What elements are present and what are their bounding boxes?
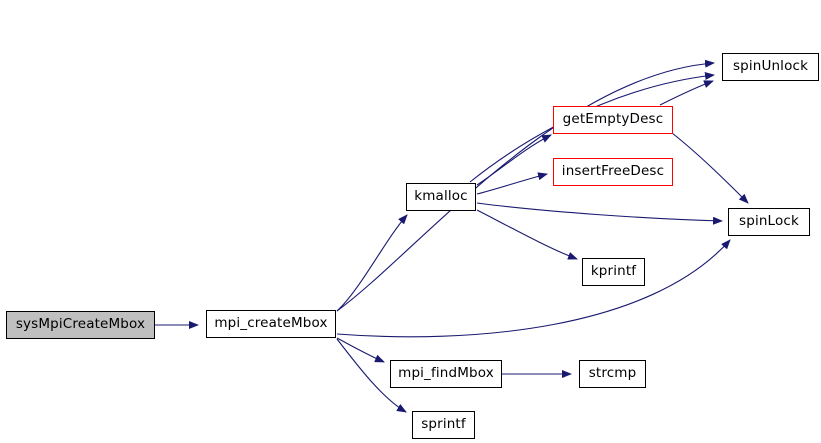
node-label-insertFreeDesc: insertFreeDesc	[561, 163, 665, 180]
node-label-mpi_createMbox: mpi_createMbox	[214, 315, 328, 332]
node-mpi_findMbox[interactable]: mpi_findMbox	[390, 360, 502, 388]
node-insertFreeDesc[interactable]: insertFreeDesc	[553, 158, 673, 186]
node-label-sprintf: sprintf	[421, 416, 466, 433]
node-kprintf[interactable]: kprintf	[582, 258, 645, 286]
node-label-spinUnlock: spinUnlock	[732, 58, 809, 75]
node-spinUnlock[interactable]: spinUnlock	[722, 53, 819, 81]
node-kmalloc[interactable]: kmalloc	[406, 183, 476, 211]
edge-getEmptyDesc-to-spinUnlock	[659, 80, 714, 106]
node-label-kmalloc: kmalloc	[414, 188, 468, 205]
node-mpi_createMbox[interactable]: mpi_createMbox	[206, 310, 336, 338]
edge-mpi_createMbox-to-spinLock	[336, 239, 731, 338]
edge-mpi_createMbox-to-sprintf	[336, 338, 407, 413]
node-label-strcmp: strcmp	[588, 365, 637, 382]
edge-mpi_createMbox-to-spinUnlock	[336, 59, 715, 312]
node-label-mpi_findMbox: mpi_findMbox	[398, 365, 494, 382]
edge-kmalloc-to-insertFreeDesc	[476, 172, 548, 195]
edge-kmalloc-to-getEmptyDesc	[476, 134, 552, 186]
edge-getEmptyDesc-to-spinLock	[671, 132, 749, 204]
edge-mpi_createMbox-to-kmalloc	[336, 214, 408, 312]
node-label-kprintf: kprintf	[590, 263, 637, 280]
node-label-sysMpiCreateMbox: sysMpiCreateMbox	[15, 316, 146, 333]
node-getEmptyDesc[interactable]: getEmptyDesc	[553, 106, 673, 134]
node-sysMpiCreateMbox[interactable]: sysMpiCreateMbox	[6, 311, 155, 339]
edge-kmalloc-to-kprintf	[476, 209, 578, 260]
edge-kmalloc-to-spinLock	[476, 202, 723, 225]
edge-mpi_createMbox-to-mpi_findMbox	[336, 337, 385, 363]
node-label-spinLock: spinLock	[739, 213, 799, 230]
node-strcmp[interactable]: strcmp	[579, 360, 646, 388]
node-spinLock[interactable]: spinLock	[728, 208, 810, 236]
node-label-getEmptyDesc: getEmptyDesc	[562, 111, 664, 128]
node-sprintf[interactable]: sprintf	[412, 411, 475, 439]
